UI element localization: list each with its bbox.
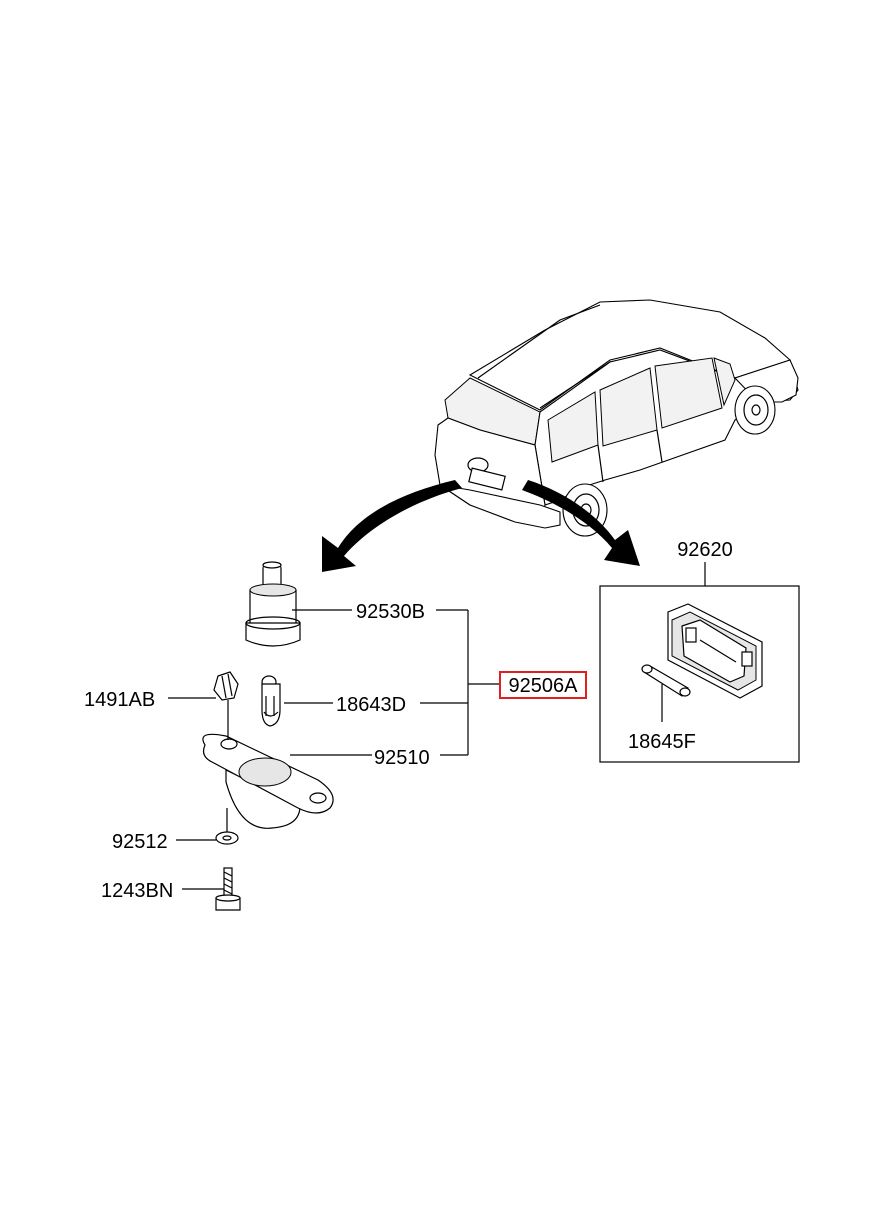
label-92506A[interactable]: 92506A bbox=[509, 675, 579, 697]
bulb-part-18645F bbox=[641, 664, 691, 722]
lens-housing-part-92510 bbox=[202, 733, 334, 829]
leader-lines-left bbox=[168, 609, 500, 890]
screw-part-1243BN bbox=[215, 867, 241, 911]
bulb-part-18643D bbox=[261, 675, 281, 727]
label-18643D: 18643D bbox=[336, 694, 406, 716]
right-assembly-box bbox=[599, 562, 800, 763]
label-1243BN: 1243BN bbox=[101, 880, 173, 902]
label-92510: 92510 bbox=[374, 747, 430, 769]
washer-part-92512 bbox=[215, 831, 239, 845]
vehicle-minivan-illustration bbox=[434, 299, 799, 537]
clip-part-1491AB bbox=[213, 671, 239, 701]
arrow-to-right-lamp-assembly bbox=[522, 480, 640, 566]
label-92530B: 92530B bbox=[356, 601, 425, 623]
arrow-to-left-lamp-assembly bbox=[322, 480, 462, 572]
label-92512: 92512 bbox=[112, 831, 168, 853]
lamp-housing-part-92620 bbox=[667, 603, 763, 699]
highlight-box-92506A bbox=[499, 671, 587, 699]
socket-part-92530B bbox=[245, 561, 301, 647]
label-1491AB: 1491AB bbox=[84, 689, 155, 711]
label-92620: 92620 bbox=[677, 539, 733, 561]
label-18645F: 18645F bbox=[628, 731, 696, 753]
